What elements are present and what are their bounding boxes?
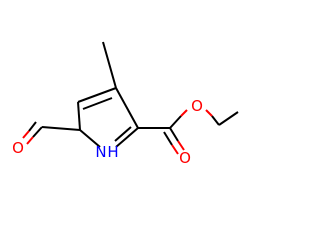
structure-canvas: O N H O O (12, 41, 239, 167)
bond-ester-co-red-inner (171, 144, 179, 155)
bond-o-ch2-dark (211, 115, 220, 126)
atom-o-carbonyl: O (179, 149, 191, 167)
bond-cho-o-red (26, 136, 34, 145)
atom-n-ring: N (95, 143, 106, 161)
bond-n-c5 (79, 129, 101, 148)
bond-c5-cho (41, 126, 81, 131)
bond-ester-co-dark (169, 127, 179, 142)
bond-c2-n (115, 127, 139, 148)
atom-o-formyl: O (12, 139, 24, 157)
atom-h-ring: H (107, 143, 118, 161)
bond-cho-o-dark-inner (28, 121, 37, 132)
bond-o-ch2-red (205, 109, 213, 117)
molecule-structure: O N H O O (12, 41, 239, 167)
bond-c3-methyl (102, 41, 117, 89)
bond-c4-c3-inner (82, 97, 113, 110)
bond-cho-o-dark (32, 126, 43, 138)
bond-c4-c3 (77, 87, 117, 103)
bond-cho-o-red-inner (22, 130, 30, 139)
bond-ester-c-o-red (180, 109, 188, 117)
atom-o-ester: O (191, 97, 203, 115)
bond-ch2-ch3 (218, 111, 239, 126)
bond-c3-c2 (115, 87, 139, 129)
bond-c2-n-inner (114, 126, 132, 142)
bond-ester-co-red (177, 140, 185, 151)
bond-ester-c-o-dark (169, 115, 182, 129)
bond-ester-co-dark-inner (163, 131, 173, 146)
bond-c5-c4 (77, 101, 81, 131)
